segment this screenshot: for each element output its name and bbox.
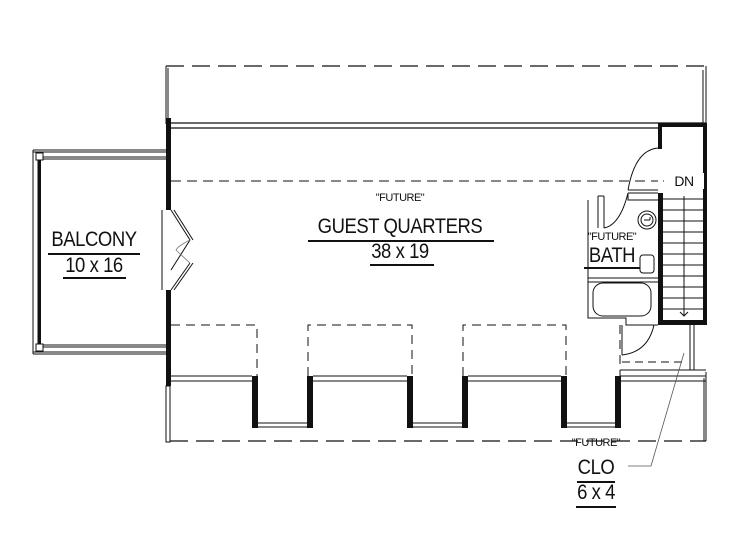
bifold-door: [161, 209, 194, 291]
stair-down-label: DN: [664, 173, 704, 189]
dormer-dashed: [171, 324, 621, 376]
balcony-outline: [32, 149, 166, 355]
clo-dims: 6 x 4: [577, 481, 615, 504]
guest-quarters-name: GUEST QUARTERS: [317, 215, 483, 238]
balcony-dims: 10 x 16: [65, 254, 123, 277]
dormer-walls: [252, 376, 621, 428]
guest-future-tag: "FUTURE": [375, 192, 425, 204]
clo-name: CLO: [577, 456, 615, 479]
guest-quarters-dims: 38 x 19: [371, 240, 429, 263]
bath-fixtures: [587, 147, 706, 371]
dormer-windows: [258, 422, 615, 428]
wall-top: [170, 122, 706, 129]
balcony-name: BALCONY: [51, 228, 137, 251]
bath-name: BATH: [588, 244, 636, 267]
bath-future-tag: "FUTURE": [587, 231, 637, 243]
clo-leader: [628, 352, 685, 467]
clo-future-tag: "FUTURE": [571, 437, 621, 449]
stair-treads: [663, 196, 703, 317]
